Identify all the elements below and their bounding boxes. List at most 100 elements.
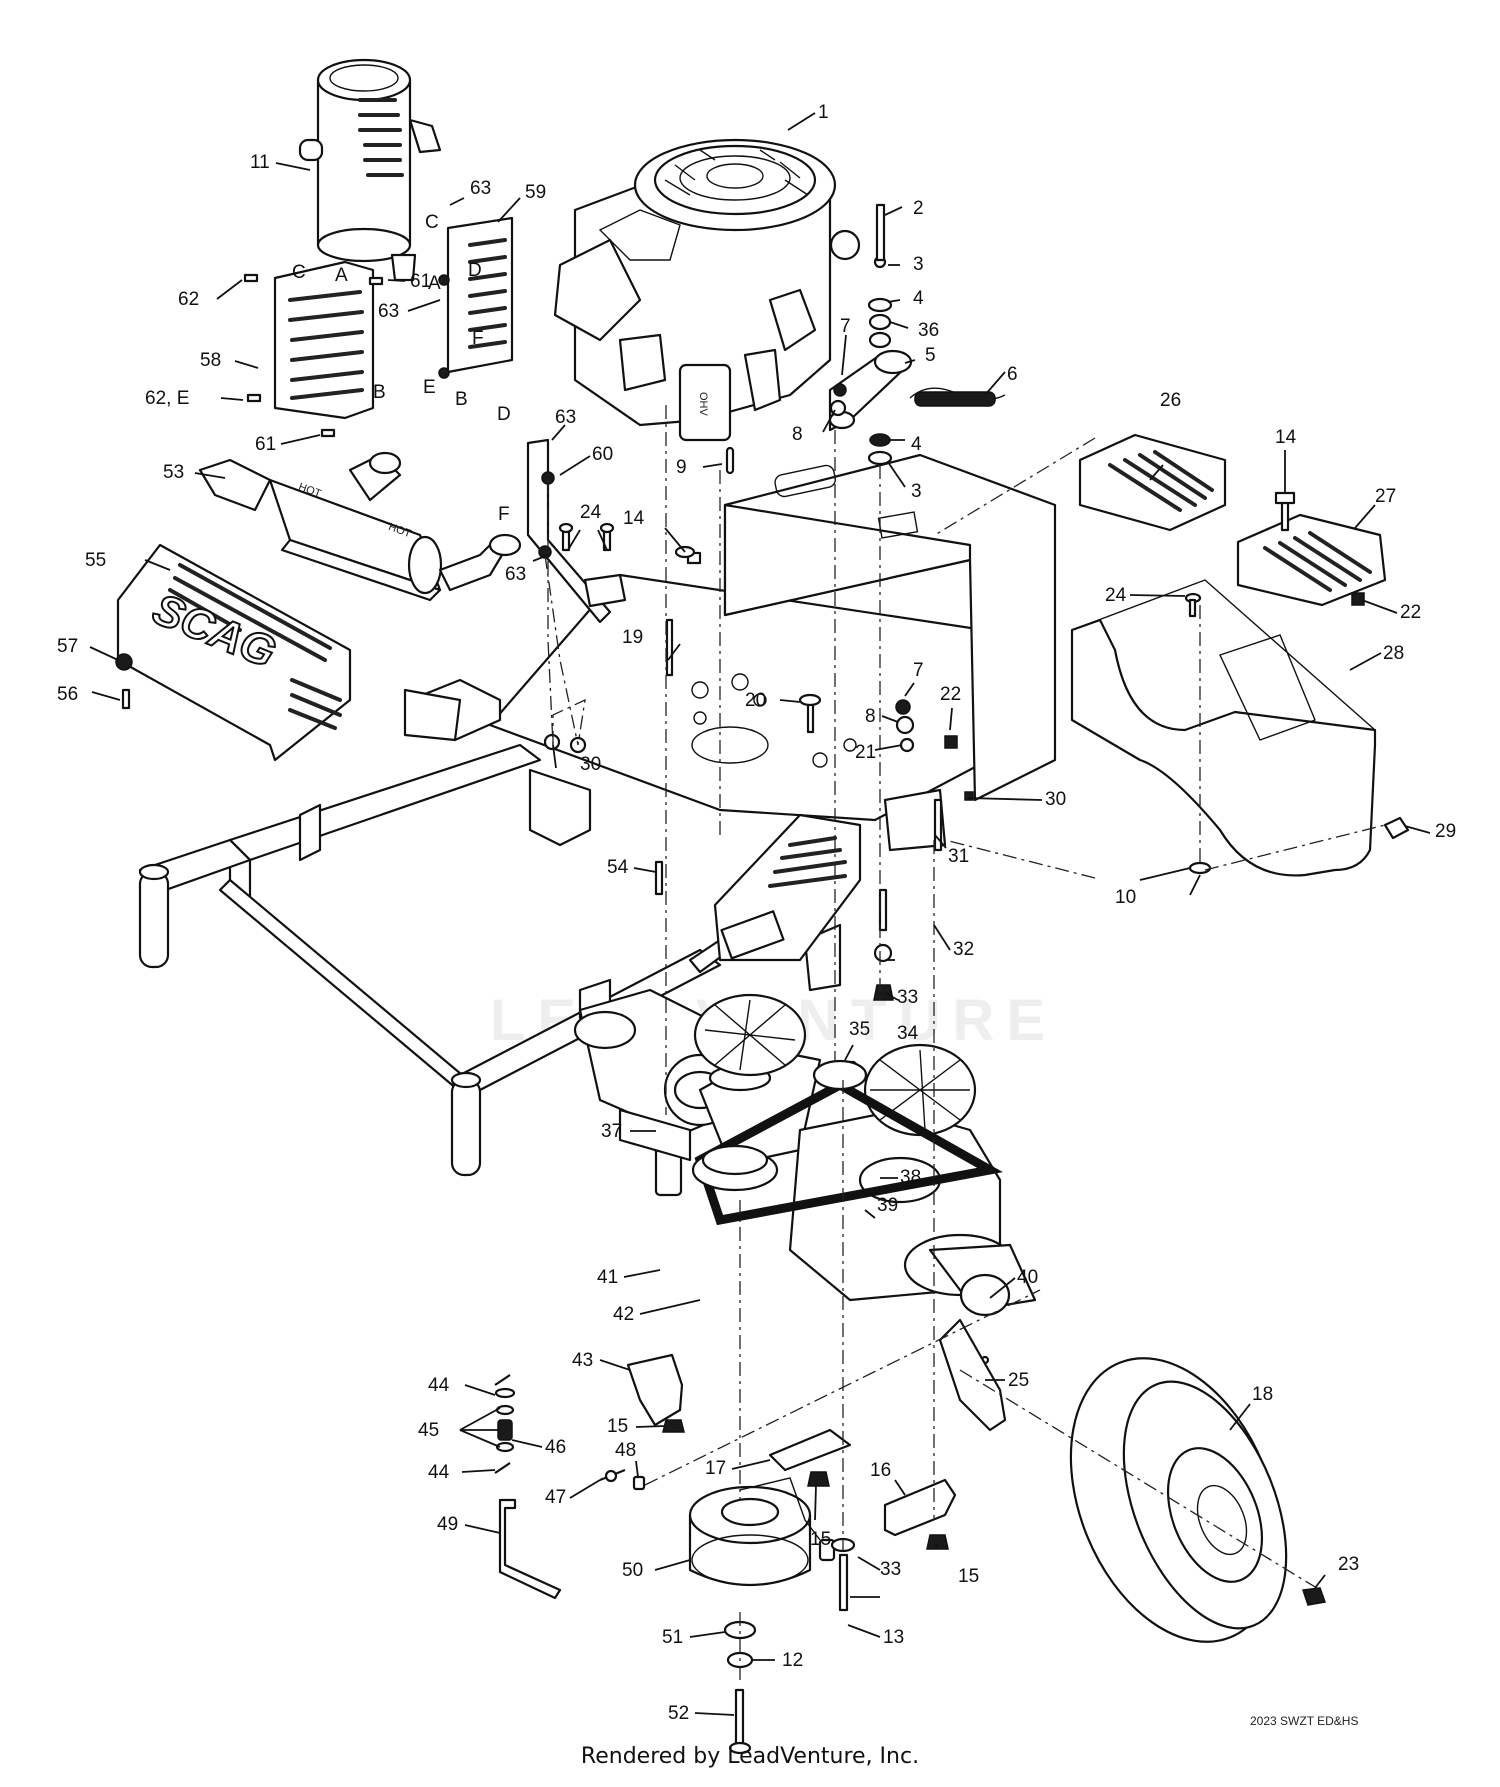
callout-1: 1: [818, 102, 829, 123]
callout-23: 23: [1338, 1554, 1359, 1575]
callout-52: 52: [668, 1703, 689, 1724]
pulley-42: [691, 1144, 779, 1192]
callout-57: 57: [57, 636, 78, 657]
fan-left: [693, 993, 807, 1077]
callout-26: 26: [1160, 390, 1181, 411]
callout-43: 43: [572, 1350, 593, 1371]
muffler-guard-55: SCAG: [116, 543, 352, 762]
callout-42: 42: [613, 1304, 634, 1325]
callout-20: 20: [745, 690, 766, 711]
callout-63d: 63: [505, 564, 526, 585]
callout-15c: 15: [958, 1566, 979, 1587]
fan-right: [863, 1043, 977, 1137]
callout-10: 10: [1115, 887, 1136, 908]
callout-4: 4: [913, 288, 924, 309]
callout-31: 31: [948, 846, 969, 867]
callout-15b: 15: [810, 1529, 831, 1550]
callout-58: 58: [200, 350, 221, 371]
callout-54: 54: [607, 857, 629, 878]
callout-9: 9: [676, 457, 687, 478]
callout-41: 41: [597, 1267, 618, 1288]
callout-63a: 63: [470, 178, 491, 199]
callout-25: 25: [1008, 1370, 1029, 1391]
tire-18: [1069, 1357, 1288, 1643]
callout-44b: 44: [428, 1462, 450, 1483]
callout-14a: 14: [623, 508, 645, 529]
callout-27: 27: [1375, 486, 1396, 507]
callout-46: 46: [545, 1437, 566, 1458]
callout-3b: 3: [911, 481, 922, 502]
drawing-code: 2023 SWZT ED&HS: [1250, 1714, 1358, 1728]
callout-18: 18: [1252, 1384, 1273, 1405]
callout-17: 17: [705, 1458, 726, 1479]
cover-26: [1078, 433, 1227, 532]
callout-39: 39: [877, 1195, 898, 1216]
callout-48: 48: [615, 1440, 636, 1461]
callout-34: 34: [897, 1023, 919, 1044]
linkage-assembly: [494, 1374, 646, 1600]
callout-8b: 8: [865, 706, 876, 727]
letter-a-2: A: [428, 273, 441, 294]
callout-24a: 24: [580, 502, 602, 523]
callout-labels: 1 2 3 4 36 5 6 7 8 4 3 9 11 63 59 62 61 …: [57, 102, 1456, 1724]
reference-letters: C A C A D F E B B D F: [292, 212, 511, 525]
callout-62: 62: [178, 289, 199, 310]
footer-credit: Rendered by LeadVenture, Inc.: [580, 1744, 920, 1769]
letter-e-1: E: [423, 377, 436, 398]
letter-f-2: F: [498, 504, 510, 525]
callout-59: 59: [525, 182, 546, 203]
clutch-50: [688, 1477, 836, 1587]
heat-shield-58: [273, 260, 375, 420]
letter-f-1: F: [472, 328, 484, 349]
nuts-15: [662, 1419, 949, 1550]
muffler: HOT HOT: [198, 451, 522, 602]
transaxle-right-40: [788, 1108, 1037, 1365]
callout-49: 49: [437, 1514, 458, 1535]
muffler-canister: [298, 58, 442, 282]
callout-4b: 4: [911, 434, 922, 455]
callout-22b: 22: [1400, 602, 1421, 623]
callout-19: 19: [622, 627, 643, 648]
callout-28: 28: [1383, 643, 1404, 664]
callout-11: 11: [250, 152, 270, 173]
callout-35: 35: [849, 1019, 870, 1040]
right-output-shaft: [938, 1318, 1007, 1432]
letter-a-1: A: [335, 265, 348, 286]
nut-23: [1301, 1587, 1327, 1606]
callout-63b: 63: [378, 301, 399, 322]
bracket-17: [768, 1428, 852, 1472]
drive-belt-38: [694, 1079, 1003, 1226]
letter-b-1: B: [455, 389, 468, 410]
callout-40: 40: [1017, 1267, 1038, 1288]
bracket-60: [526, 438, 627, 624]
callout-36: 36: [918, 320, 939, 341]
callout-7: 7: [840, 316, 851, 337]
callout-29: 29: [1435, 821, 1456, 842]
callout-38: 38: [900, 1167, 921, 1188]
callout-51: 51: [662, 1627, 683, 1648]
letter-b-2: B: [373, 382, 386, 403]
callout-14b: 14: [1275, 427, 1297, 448]
callout-33a: 33: [897, 987, 918, 1008]
canister-slots: [358, 98, 404, 177]
callout-30b: 30: [1045, 789, 1066, 810]
callout-32: 32: [953, 939, 974, 960]
callout-3: 3: [913, 254, 924, 275]
transaxle-left-41: [573, 988, 822, 1167]
callout-37: 37: [601, 1121, 622, 1142]
engine: OHV: [553, 138, 861, 442]
callout-15a: 15: [607, 1416, 628, 1437]
heat-shield-59: [446, 216, 514, 374]
engine-fan-fins: [664, 149, 809, 196]
cover-27: [1236, 491, 1387, 607]
callout-33b: 33: [880, 1559, 901, 1580]
callout-60: 60: [592, 444, 613, 465]
callout-61a: 61: [410, 271, 431, 292]
callout-13: 13: [883, 1627, 904, 1648]
assembly-lines: [544, 405, 1386, 1680]
callout-30a: 30: [580, 754, 601, 775]
callout-47: 47: [545, 1487, 566, 1508]
callout-8: 8: [792, 424, 803, 445]
callout-7b: 7: [913, 660, 924, 681]
belt-cover-28: [1070, 579, 1410, 877]
